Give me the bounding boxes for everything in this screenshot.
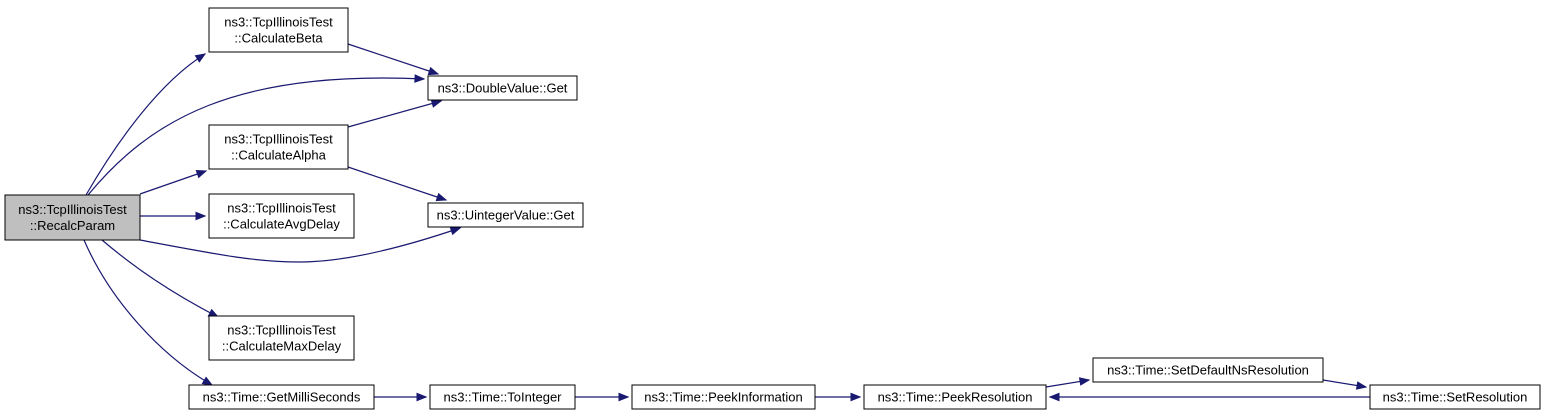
edge-arrowhead [1048, 392, 1060, 402]
edge-arrowhead [850, 392, 862, 402]
node-label-line: ns3::Time::SetDefaultNsResolution [1107, 362, 1309, 377]
node-label-line: ns3::TcpIllinoisTest [227, 322, 336, 337]
edge-peekinfo-to-peekres [815, 392, 862, 402]
call-edges [83, 43, 1370, 402]
node-box [863, 384, 1047, 410]
edge-arrowhead [427, 66, 440, 76]
node-label-line: ::CalculateMaxDelay [222, 338, 342, 353]
node-box [4, 194, 141, 241]
node-getms[interactable]: ns3::Time::GetMilliSeconds [188, 384, 375, 410]
edge-recalc-to-beta [85, 53, 207, 196]
node-box [427, 75, 578, 101]
edge-line [87, 77, 425, 196]
edge-line [347, 166, 447, 201]
node-setres[interactable]: ns3::Time::SetResolution [1369, 384, 1541, 410]
call-nodes: ns3::TcpIllinoisTest::RecalcParamns3::Tc… [4, 7, 1541, 410]
node-label-line: ns3::TcpIllinoisTest [224, 14, 333, 29]
node-box [208, 193, 355, 239]
edge-arrowhead [195, 170, 208, 179]
node-box [188, 384, 375, 410]
node-uintget[interactable]: ns3::UintegerValue::Get [427, 202, 584, 228]
edge-line [101, 239, 219, 318]
node-label-line: ns3::TcpIllinoisTest [18, 202, 127, 217]
node-peekres[interactable]: ns3::Time::PeekResolution [863, 384, 1047, 410]
node-label-line: ns3::TcpIllinoisTest [227, 200, 336, 215]
node-box [208, 315, 355, 361]
node-label-line: ns3::Time::PeekInformation [644, 389, 802, 404]
node-label-line: ::CalculateAvgDelay [223, 216, 340, 231]
edge-recalc-to-avgdelay [140, 211, 207, 221]
node-label-line: ::RecalcParam [30, 218, 115, 233]
node-box [208, 124, 349, 170]
node-label-line: ns3::Time::SetResolution [1383, 389, 1528, 404]
edge-arrowhead [430, 99, 443, 108]
edge-recalc-to-doubleget [87, 74, 426, 196]
edge-peekres-to-setdefault [1045, 377, 1091, 388]
node-maxdelay[interactable]: ns3::TcpIllinoisTest::CalculateMaxDelay [208, 315, 355, 361]
edge-tointeger-to-peekinfo [575, 392, 630, 402]
edge-setres-to-peekres [1048, 392, 1370, 402]
node-label-line: ::CalculateAlpha [231, 147, 326, 162]
node-label-line: ns3::Time::ToInteger [443, 389, 562, 404]
edge-setdefault-to-setres [1322, 379, 1368, 390]
edge-recalc-to-uintget [139, 226, 462, 263]
node-label-line: ns3::Time::PeekResolution [878, 389, 1033, 404]
node-label-line: ::CalculateBeta [234, 30, 323, 45]
edge-arrowhead [449, 226, 462, 236]
edge-line [347, 100, 442, 128]
edge-arrowhead [618, 392, 630, 402]
node-doubleget[interactable]: ns3::DoubleValue::Get [427, 75, 578, 101]
node-label-line: ns3::TcpIllinoisTest [224, 131, 333, 146]
node-box [631, 384, 816, 410]
edge-alpha-to-doubleget [347, 99, 443, 128]
node-box [1369, 384, 1541, 410]
edge-arrowhead [1355, 381, 1368, 390]
node-beta[interactable]: ns3::TcpIllinoisTest::CalculateBeta [208, 7, 349, 53]
edge-line [139, 227, 461, 263]
node-box [427, 202, 584, 228]
edge-arrowhead [416, 392, 428, 402]
edge-recalc-to-alpha [139, 170, 208, 195]
edge-beta-to-doubleget [347, 43, 440, 76]
node-label-line: ns3::UintegerValue::Get [437, 207, 575, 222]
edge-line [83, 239, 213, 386]
edge-arrowhead [435, 192, 448, 202]
edge-arrowhead [414, 74, 426, 83]
edge-arrowhead [194, 53, 207, 63]
edge-arrowhead [201, 376, 214, 386]
node-recalc[interactable]: ns3::TcpIllinoisTest::RecalcParam [4, 194, 141, 241]
edge-alpha-to-uintget [347, 166, 448, 202]
edge-line [347, 43, 439, 75]
node-setdefault[interactable]: ns3::Time::SetDefaultNsResolution [1092, 357, 1324, 383]
edge-arrowhead [1078, 377, 1091, 386]
edge-getms-to-tointeger [374, 392, 428, 402]
node-avgdelay[interactable]: ns3::TcpIllinoisTest::CalculateAvgDelay [208, 193, 355, 239]
edge-recalc-to-getms [83, 239, 214, 386]
edge-line [85, 53, 206, 196]
node-alpha[interactable]: ns3::TcpIllinoisTest::CalculateAlpha [208, 124, 349, 170]
node-box [1092, 357, 1324, 383]
node-box [429, 384, 576, 410]
node-label-line: ns3::Time::GetMilliSeconds [203, 389, 361, 404]
node-tointeger[interactable]: ns3::Time::ToInteger [429, 384, 576, 410]
node-label-line: ns3::DoubleValue::Get [438, 80, 568, 95]
node-peekinfo[interactable]: ns3::Time::PeekInformation [631, 384, 816, 410]
node-box [208, 7, 349, 53]
edge-line [139, 170, 207, 195]
edge-arrowhead [195, 211, 207, 221]
